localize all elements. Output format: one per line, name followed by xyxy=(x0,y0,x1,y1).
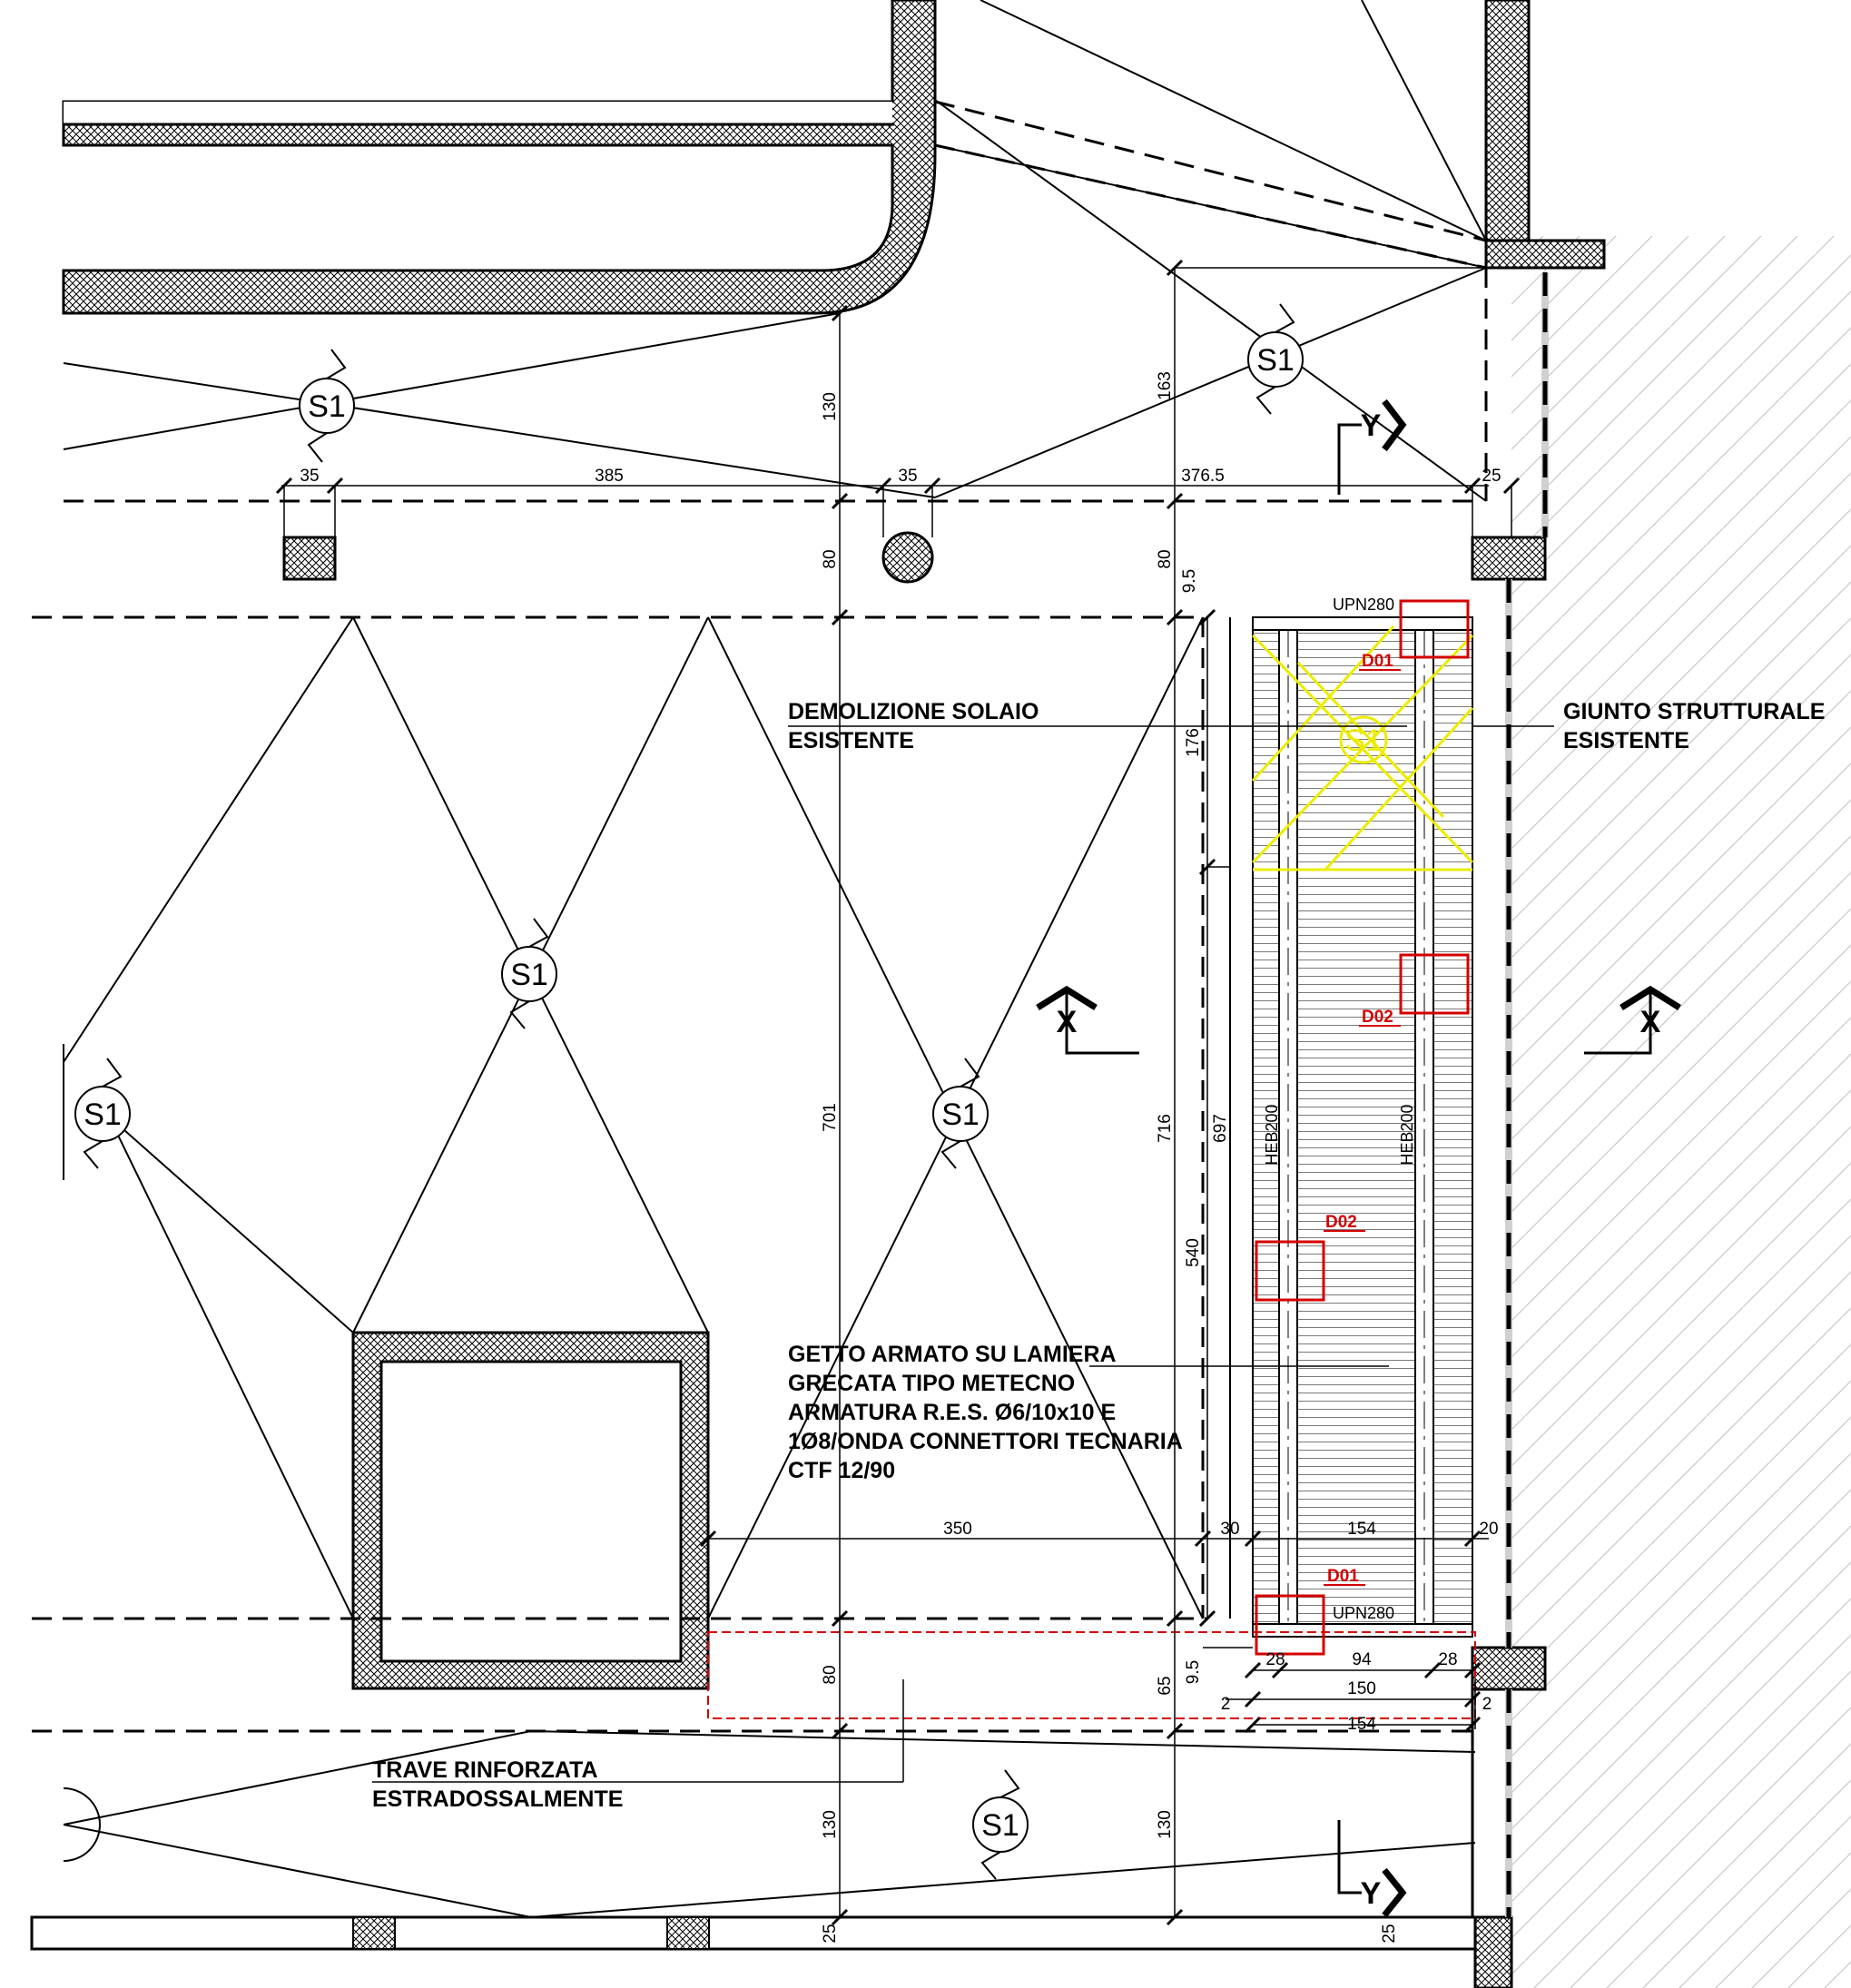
demolished-slab-marks xyxy=(1251,625,1474,871)
note-joint-line2: ESISTENTE xyxy=(1563,728,1689,753)
dim-v130c: 130 xyxy=(1156,1810,1175,1839)
slab-mark-strokes xyxy=(63,303,1295,1880)
dim-h94: 94 xyxy=(1352,1650,1372,1669)
profile-heb-left: HEB200 xyxy=(1263,1104,1281,1165)
dim-v9_5b: 9.5 xyxy=(1184,1660,1203,1684)
section-labels: Y Y X X xyxy=(1057,408,1661,1911)
existing-walls xyxy=(30,0,1606,1988)
detail-d01-bottom: D01 xyxy=(1327,1567,1359,1586)
note-getto-line4: 1Ø8/ONDA CONNETTORI TECNARIA xyxy=(788,1429,1183,1454)
dim-v80c: 80 xyxy=(821,1665,840,1684)
slab-mark-labels: S1 S1 S1 S1 S1 S1 S1 xyxy=(84,343,1383,1843)
profile-upn-top: UPN280 xyxy=(1333,595,1394,614)
dim-h154b: 154 xyxy=(1347,1715,1376,1734)
detail-d01-top: D01 xyxy=(1362,652,1393,671)
dim-h385: 385 xyxy=(595,467,624,486)
detail-labels: D01 D02 D02 D01 xyxy=(1324,652,1401,1586)
note-getto-line5: CTF 12/90 xyxy=(788,1458,895,1483)
dim-v25a: 25 xyxy=(821,1924,840,1943)
dim-v9_5a: 9.5 xyxy=(1180,569,1199,593)
detail-markers xyxy=(707,599,1476,1719)
slab-mark-circles xyxy=(74,331,1304,1853)
slab-mark-label: S1 xyxy=(308,389,346,424)
dim-v163: 163 xyxy=(1156,371,1175,400)
detail-d02-left: D02 xyxy=(1325,1213,1357,1232)
dim-h28a: 28 xyxy=(1265,1650,1285,1669)
dim-v80b: 80 xyxy=(1156,549,1175,568)
profile-labels: UPN280 UPN280 HEB200 HEB200 xyxy=(1263,595,1416,1622)
dim-v80a: 80 xyxy=(821,549,840,568)
dim-h150: 150 xyxy=(1347,1679,1376,1698)
note-getto-line2: GRECATA TIPO METECNO xyxy=(788,1371,1075,1396)
slab-mark-label: S1 xyxy=(981,1808,1019,1843)
existing-building-area xyxy=(1511,236,1851,1988)
dimension-ticks xyxy=(275,259,1521,1926)
dim-h350: 350 xyxy=(943,1520,972,1539)
dim-h154a: 154 xyxy=(1347,1520,1376,1539)
note-demolition-line2: ESISTENTE xyxy=(788,728,914,753)
dim-h35b: 35 xyxy=(898,467,917,486)
dim-h25: 25 xyxy=(1482,467,1501,486)
note-joint-line1: GIUNTO STRUTTURALE xyxy=(1563,699,1825,724)
note-demolition-line1: DEMOLIZIONE SOLAIO xyxy=(788,699,1039,724)
dim-v540: 540 xyxy=(1184,1238,1203,1267)
dim-h376: 376.5 xyxy=(1181,467,1225,486)
dim-v130b: 130 xyxy=(821,1810,840,1839)
slab-mark-label: S1 xyxy=(1256,343,1295,378)
dim-h2b: 2 xyxy=(1482,1695,1492,1714)
dim-v697: 697 xyxy=(1211,1114,1230,1143)
section-label-y-top: Y xyxy=(1361,408,1382,443)
slab-mark-label: S1 xyxy=(510,958,548,992)
note-getto-line3: ARMATURA R.E.S. Ø6/10x10 E xyxy=(788,1400,1116,1425)
slab-mark-label-demolished: S1 xyxy=(1344,723,1383,758)
dim-h28b: 28 xyxy=(1438,1650,1457,1669)
dim-v130a: 130 xyxy=(821,392,840,421)
dim-h30: 30 xyxy=(1220,1520,1239,1539)
dim-v25b: 25 xyxy=(1380,1924,1399,1943)
slab-mark-label: S1 xyxy=(84,1097,122,1132)
dim-v701: 701 xyxy=(821,1103,840,1132)
dim-v176: 176 xyxy=(1184,728,1203,757)
note-trave-line1: TRAVE RINFORZATA xyxy=(372,1757,598,1783)
section-arrows xyxy=(1036,399,1681,1918)
steel-structure xyxy=(1229,616,1473,1638)
detail-d02-right: D02 xyxy=(1362,1008,1393,1027)
dimension-values: 35 385 35 376.5 25 130 163 80 80 9.5 176… xyxy=(300,371,1501,1943)
notes: DEMOLIZIONE SOLAIO ESISTENTE GIUNTO STRU… xyxy=(372,699,1825,1812)
dim-v65: 65 xyxy=(1156,1676,1175,1695)
dim-h2a: 2 xyxy=(1221,1695,1231,1714)
dim-v716: 716 xyxy=(1156,1114,1175,1143)
dim-h35a: 35 xyxy=(300,467,319,486)
note-trave-line2: ESTRADOSSALMENTE xyxy=(372,1786,623,1812)
section-label-y-bottom: Y xyxy=(1361,1876,1382,1911)
note-getto-line1: GETTO ARMATO SU LAMIERA xyxy=(788,1342,1117,1367)
slab-mark-label: S1 xyxy=(941,1097,980,1132)
profile-heb-right: HEB200 xyxy=(1398,1104,1416,1165)
section-label-x-right: X xyxy=(1640,1005,1661,1039)
profile-upn-bottom: UPN280 xyxy=(1333,1604,1394,1622)
section-marker-lines xyxy=(1065,423,1652,1895)
structural-joint xyxy=(1505,272,1549,1917)
dim-h20: 20 xyxy=(1479,1520,1498,1539)
section-label-x-left: X xyxy=(1057,1005,1078,1039)
